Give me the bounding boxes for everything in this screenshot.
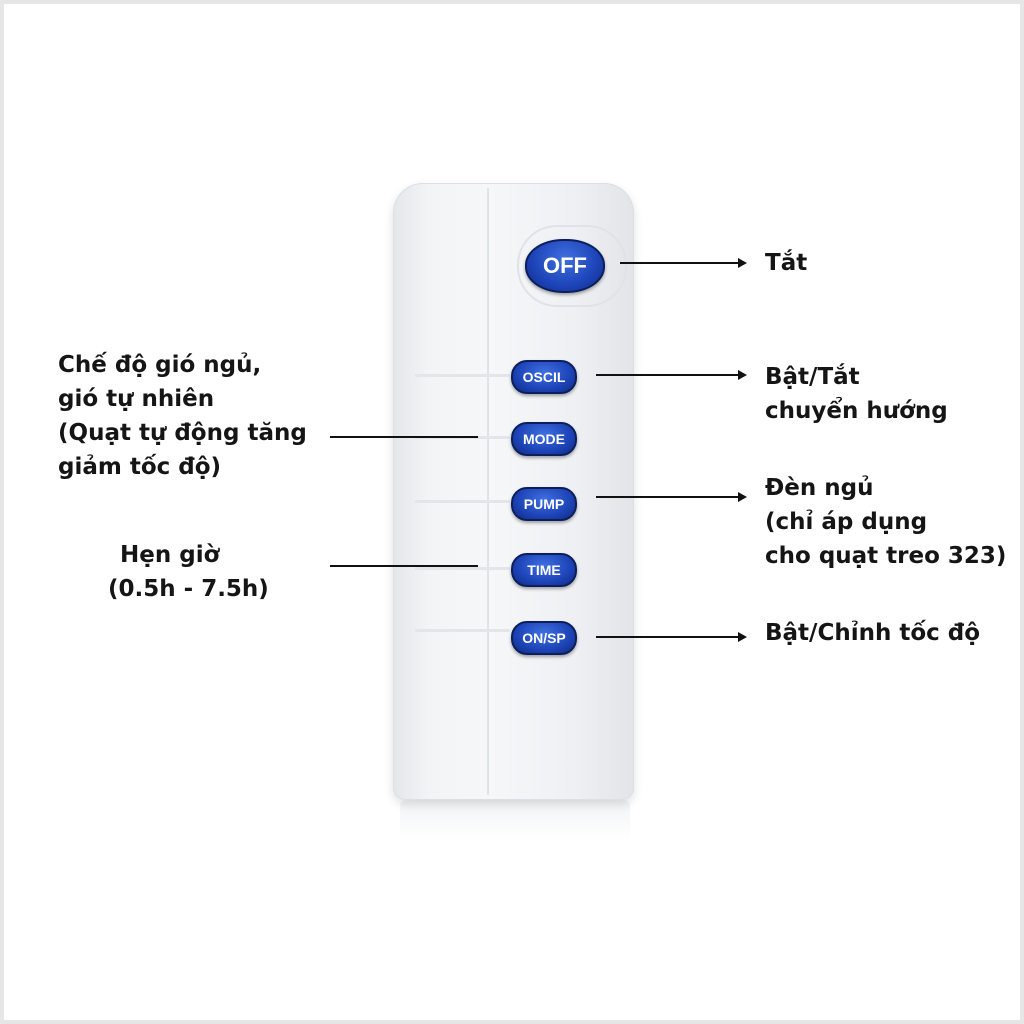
label-line: Đèn ngủ bbox=[765, 475, 874, 501]
remote-rib bbox=[415, 500, 510, 503]
pump-label: Đèn ngủ (chỉ áp dụng cho quạt treo 323) bbox=[765, 471, 1006, 573]
label-line: Bật/Chỉnh tốc độ bbox=[765, 620, 981, 646]
label-line: Hẹn giờ bbox=[120, 542, 220, 568]
label-line: chuyển hướng bbox=[765, 398, 948, 424]
time-button[interactable]: TIME bbox=[511, 553, 577, 587]
label-line: gió tự nhiên bbox=[58, 386, 215, 412]
time-pointer-line bbox=[330, 565, 478, 567]
onsp-pointer-arrow bbox=[596, 632, 747, 642]
label-line: Bật/Tắt bbox=[765, 364, 860, 390]
label-line: (chỉ áp dụng bbox=[765, 509, 928, 535]
remote-reflection bbox=[400, 800, 630, 840]
remote-seam bbox=[487, 188, 489, 795]
oscil-button[interactable]: OSCIL bbox=[511, 360, 577, 394]
off-pointer-arrow bbox=[620, 258, 747, 268]
pump-button[interactable]: PUMP bbox=[511, 487, 577, 521]
remote-rib bbox=[415, 374, 510, 377]
off-label: Tắt bbox=[765, 246, 807, 280]
onsp-button[interactable]: ON/SP bbox=[511, 621, 577, 655]
label-line: Tắt bbox=[765, 250, 808, 276]
label-line: (0.5h - 7.5h) bbox=[108, 576, 269, 602]
label-line: (Quạt tự động tăng bbox=[58, 420, 307, 446]
mode-button[interactable]: MODE bbox=[511, 422, 577, 456]
onsp-label: Bật/Chỉnh tốc độ bbox=[765, 616, 980, 650]
remote-rib bbox=[415, 629, 510, 632]
off-button-well bbox=[517, 225, 627, 307]
mode-pointer-line bbox=[330, 436, 478, 438]
pump-pointer-arrow bbox=[596, 492, 747, 502]
time-label: Hẹn giờ (0.5h - 7.5h) bbox=[108, 538, 269, 606]
remote-rib bbox=[415, 567, 510, 570]
mode-label: Chế độ gió ngủ, gió tự nhiên (Quạt tự độ… bbox=[58, 348, 307, 484]
label-line: cho quạt treo 323) bbox=[765, 543, 1007, 569]
label-line: giảm tốc độ) bbox=[58, 454, 222, 480]
label-line: Chế độ gió ngủ, bbox=[58, 352, 262, 378]
oscil-label: Bật/Tắt chuyển hướng bbox=[765, 360, 948, 428]
oscil-pointer-arrow bbox=[596, 370, 747, 380]
off-button[interactable]: OFF bbox=[525, 239, 605, 293]
remote-control: OFF OSCIL MODE PUMP TIME ON/SP bbox=[393, 183, 634, 800]
